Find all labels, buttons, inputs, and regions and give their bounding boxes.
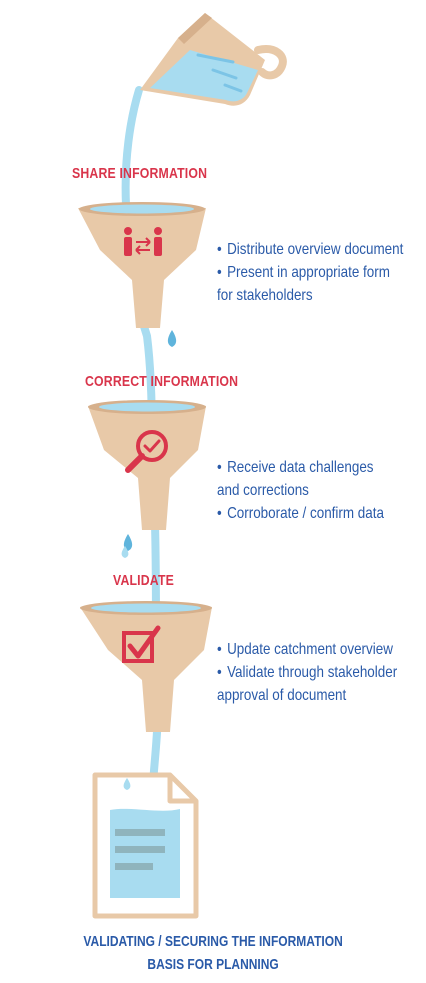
droplet-icon — [123, 534, 133, 551]
magnifier-check-icon — [125, 430, 168, 473]
footer-line-2: BASIS FOR PLANNING — [147, 956, 279, 973]
stage-bullets-correct-information: •Receive data challenges and corrections… — [217, 456, 384, 525]
funnel-icon — [80, 601, 212, 732]
document-icon — [92, 772, 199, 919]
stage-title-share-information: SHARE INFORMATION — [72, 165, 208, 182]
droplet-icon — [123, 778, 131, 790]
bullet-item: •Receive data challenges — [217, 459, 374, 476]
stage-title-validate: VALIDATE — [113, 572, 174, 589]
bullet-item: •Present in appropriate form — [217, 264, 390, 281]
bullet-item-continued: approval of document — [217, 687, 347, 704]
droplet-icon — [167, 330, 177, 347]
bullet-item: •Validate through stakeholder — [217, 664, 398, 681]
people-exchange-icon — [124, 227, 162, 256]
stage-title-correct-information: CORRECT INFORMATION — [85, 373, 239, 390]
funnel-icon — [88, 400, 206, 530]
bullet-item-continued: and corrections — [217, 482, 309, 499]
bullet-item: •Distribute overview document — [217, 241, 404, 258]
stage-bullets-validate: •Update catchment overview •Validate thr… — [217, 638, 397, 707]
bullet-item-continued: for stakeholders — [217, 287, 313, 304]
funnel-icon — [78, 202, 206, 328]
bullet-item: •Update catchment overview — [217, 641, 393, 658]
checkbox-check-icon — [122, 625, 161, 663]
droplet-icon — [121, 546, 129, 558]
footer-caption: VALIDATING / SECURING THE INFORMATION BA… — [0, 930, 426, 976]
jug-icon — [140, 13, 287, 106]
footer-line-1: VALIDATING / SECURING THE INFORMATION — [83, 933, 343, 950]
bullet-item: •Corroborate / confirm data — [217, 505, 384, 522]
stage-bullets-share-information: •Distribute overview document •Present i… — [217, 238, 403, 307]
